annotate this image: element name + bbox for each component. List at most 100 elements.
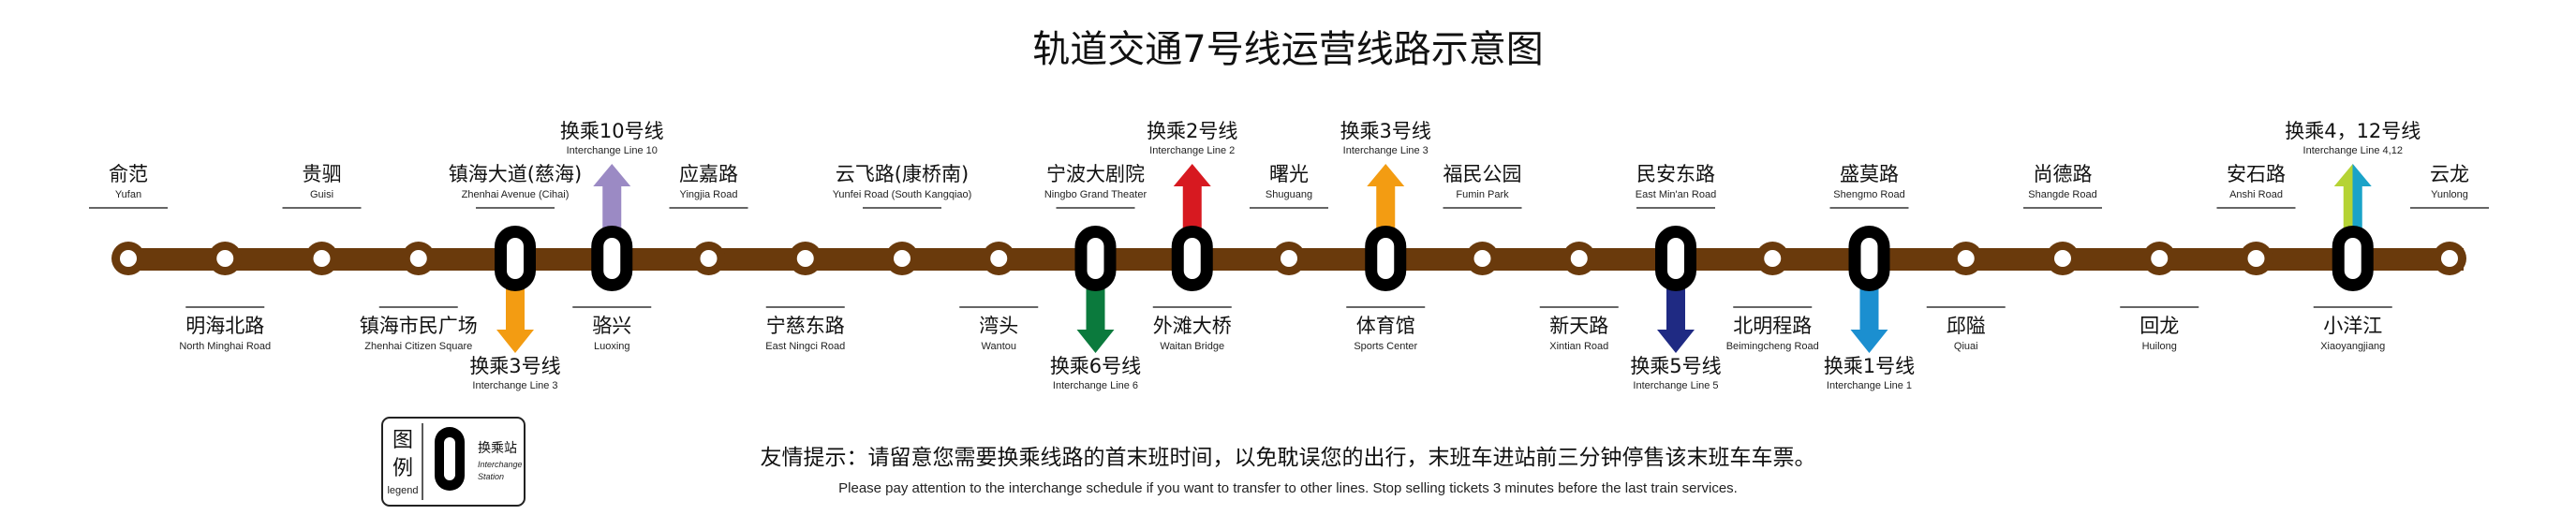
- station: 邱隘 Qiuai: [1926, 242, 2006, 352]
- station-name-en: Qiuai: [1954, 341, 1978, 352]
- station-name-cn: 镇海大道(慈海): [449, 163, 582, 185]
- station-name-cn: 明海北路: [185, 315, 264, 337]
- transfer-arrow-icon: [1657, 283, 1695, 353]
- station-name-cn: 贵驷: [303, 163, 342, 185]
- station-name-en: Xintian Road: [1549, 341, 1608, 352]
- station-name-cn: 宁慈东路: [766, 315, 845, 337]
- station-name-cn: 盛莫路: [1840, 163, 1899, 185]
- transfer-label-en: Interchange Line 2: [1149, 145, 1235, 156]
- station-name-cn: 安石路: [2227, 163, 2286, 185]
- station: 外滩大桥 Waitan Bridge 换乘2号线 Interchange Line 2: [1147, 120, 1237, 352]
- station-name-cn: 尚德路: [2034, 163, 2093, 185]
- station-name-en: Anshi Road: [2229, 189, 2283, 200]
- station: 贵驷 Guisi: [282, 163, 362, 275]
- station-name-en: Huilong: [2142, 341, 2177, 352]
- station: 安石路 Anshi Road: [2216, 163, 2296, 275]
- legend-title-en: legend: [387, 485, 418, 496]
- transfer-label-en: Interchange Line 3: [472, 380, 557, 391]
- legend-interchange-en2: Station: [478, 472, 504, 481]
- station-name-en: Yunfei Road (South Kangqiao): [833, 189, 972, 200]
- station: 回龙 Huilong: [2120, 242, 2199, 352]
- station-name-cn: 回龙: [2139, 315, 2179, 337]
- station: 尚德路 Shangde Road: [2023, 163, 2102, 275]
- station-name-cn: 福民公园: [1443, 163, 1522, 185]
- station-name-en: North Minghai Road: [179, 341, 271, 352]
- stations-layer: 俞范 Yufan 明海北路 North Minghai Road 贵驷 Guisi 镇海市民…: [89, 120, 2489, 391]
- notice-cn: 友情提示：请留意您需要换乘线路的首末班时间，以免耽误您的出行，末班车进站前三分钟…: [761, 446, 1816, 470]
- legend-interchange-cn: 换乘站: [478, 440, 517, 456]
- transfer-label-cn: 换乘4，12号线: [2285, 120, 2421, 142]
- station-name-cn: 湾头: [979, 315, 1018, 337]
- station: 俞范 Yufan: [89, 163, 168, 275]
- transfer-arrow-icon: [593, 164, 631, 234]
- transfer-label-cn: 换乘3号线: [469, 355, 560, 377]
- transfer-arrow-icon: [496, 283, 534, 353]
- station-name-cn: 宁波大剧院: [1046, 163, 1145, 185]
- notice-en: Please pay attention to the interchange …: [838, 480, 1738, 496]
- station-name-en: Yufan: [115, 189, 141, 200]
- station-name-cn: 新天路: [1549, 315, 1608, 337]
- station-name-cn: 云飞路(康桥南): [836, 163, 969, 185]
- station: 小洋江 Xiaoyangjiang 换乘4，12号线 Interchange Line…: [2285, 120, 2421, 352]
- transfer-label-cn: 换乘3号线: [1340, 120, 1431, 142]
- transfer-arrow-icon: [1076, 283, 1115, 353]
- station-name-cn: 外滩大桥: [1153, 315, 1232, 337]
- transfer-arrow-icon: [1367, 164, 1405, 234]
- station-name-en: Zhenhai Avenue (Cihai): [462, 189, 570, 200]
- station: 宁慈东路 East Ningci Road: [765, 242, 845, 352]
- station: 新天路 Xintian Road: [1539, 242, 1619, 352]
- station-name-en: Luoxing: [594, 341, 630, 352]
- station-name-en: Xiaoyangjiang: [2320, 341, 2385, 352]
- legend-box: 图 例 legend 换乘站 Interchange Station: [381, 417, 526, 507]
- station-name-en: East Min'an Road: [1636, 189, 1716, 200]
- transfer-arrow-icon: [1850, 283, 1888, 353]
- station-name-cn: 云龙: [2430, 163, 2469, 185]
- legend-title-char1: 图: [392, 429, 413, 452]
- transfer-label-en: Interchange Line 5: [1633, 380, 1718, 391]
- transfer-label-cn: 换乘2号线: [1147, 120, 1237, 142]
- legend-interchange-en1: Interchange: [478, 460, 523, 469]
- station-name-en: Guisi: [310, 189, 333, 200]
- station: 应嘉路 Yingjia Road: [669, 163, 748, 275]
- station-name-cn: 北明程路: [1733, 315, 1812, 337]
- station: 体育馆 Sports Center 换乘3号线 Interchange Line 3: [1340, 120, 1431, 352]
- transfer-label-cn: 换乘10号线: [560, 120, 664, 142]
- transfer-label-en: Interchange Line 1: [1827, 380, 1912, 391]
- transfer-label-cn: 换乘6号线: [1050, 355, 1141, 377]
- station-name-en: East Ningci Road: [765, 341, 845, 352]
- legend-title-char2: 例: [392, 457, 413, 480]
- station-name-cn: 俞范: [109, 163, 148, 185]
- transfer-label-en: Interchange Line 10: [567, 145, 658, 156]
- transfer-label-cn: 换乘1号线: [1824, 355, 1915, 377]
- station-name-cn: 邱隘: [1947, 315, 1986, 337]
- station-name-en: Zhenhai Citizen Square: [364, 341, 472, 352]
- transfer-arrow-icon: [1173, 164, 1211, 234]
- transfer-label-en: Interchange Line 4,12: [2303, 145, 2403, 156]
- station-name-cn: 小洋江: [2323, 315, 2382, 337]
- transfer-arrow-icon: [2333, 164, 2372, 234]
- station-name-cn: 体育馆: [1356, 315, 1415, 337]
- station: 福民公园 Fumin Park: [1443, 163, 1522, 275]
- station-name-en: Waitan Bridge: [1160, 341, 1224, 352]
- station: 北明程路 Beimingcheng Road: [1726, 242, 1819, 352]
- page-title: 轨道交通7号线运营线路示意图: [1032, 28, 1543, 71]
- station-name-en: Fumin Park: [1456, 189, 1509, 200]
- station: 明海北路 North Minghai Road: [179, 242, 271, 352]
- station-name-cn: 应嘉路: [679, 163, 738, 185]
- station-name-en: Ningbo Grand Theater: [1044, 189, 1147, 200]
- station-name-en: Beimingcheng Road: [1726, 341, 1819, 352]
- transfer-label-en: Interchange Line 3: [1343, 145, 1429, 156]
- station-name-en: Yingjia Road: [680, 189, 738, 200]
- station-name-en: Shangde Road: [2028, 189, 2096, 200]
- station: 云飞路(康桥南) Yunfei Road (South Kangqiao): [833, 163, 972, 275]
- station-name-en: Sports Center: [1354, 341, 1417, 352]
- station-name-cn: 曙光: [1269, 163, 1309, 185]
